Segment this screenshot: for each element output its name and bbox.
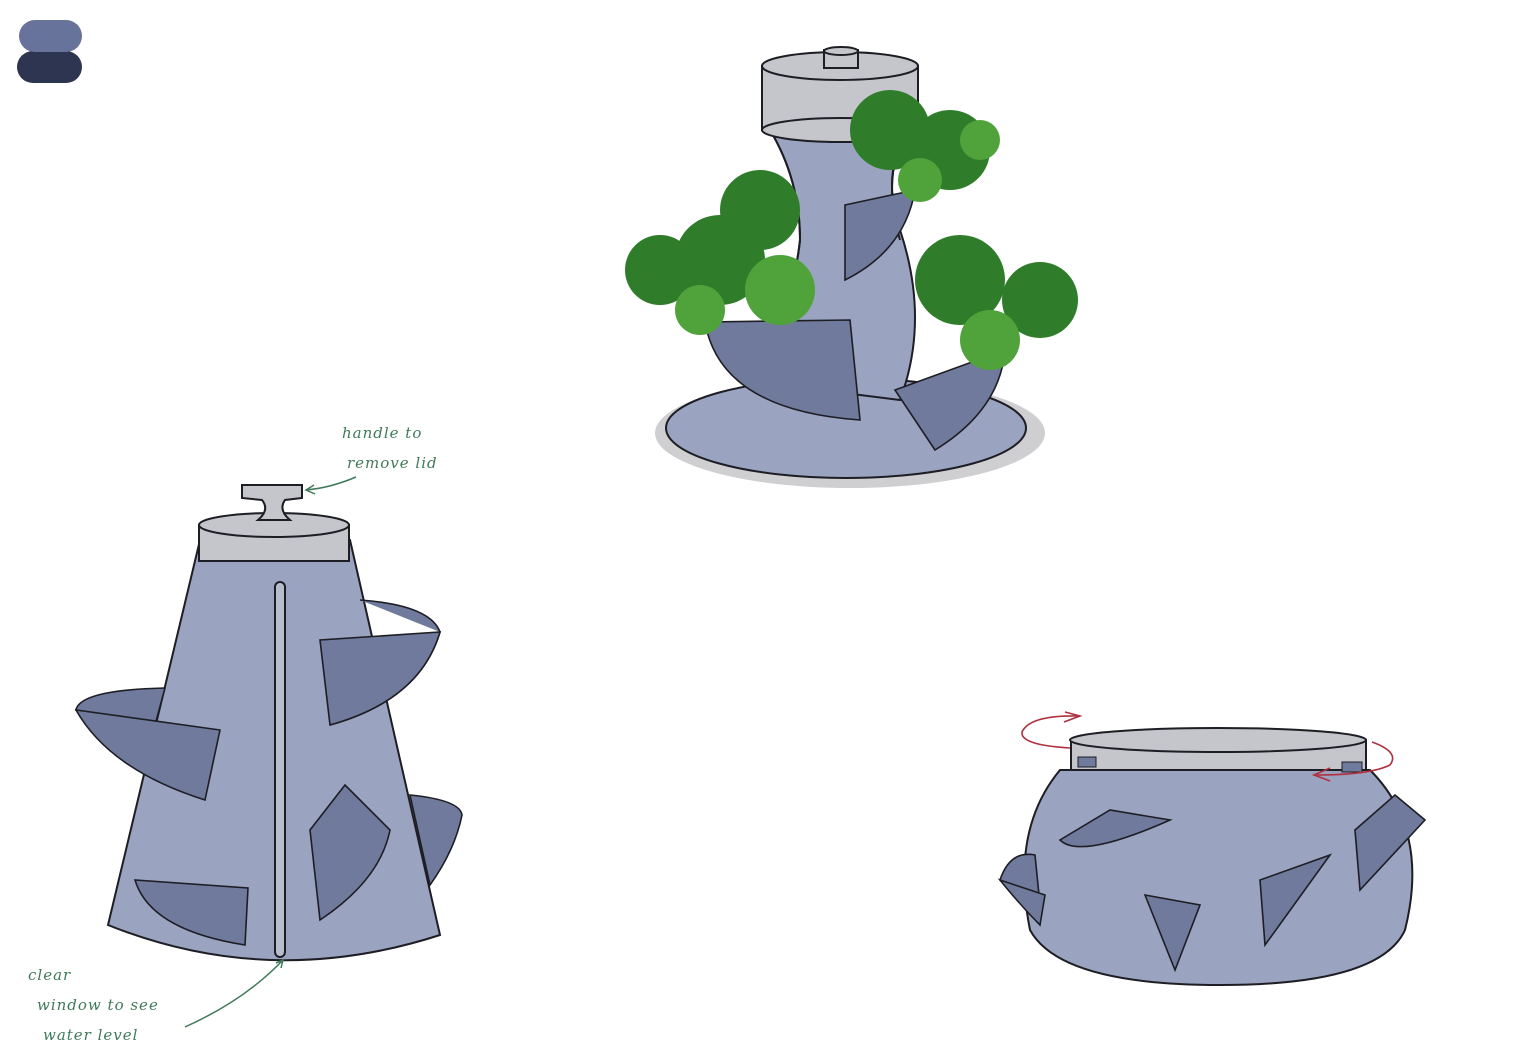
window-annotation-line-3: water level (43, 1026, 139, 1044)
logo-icon (17, 20, 82, 83)
window-annotation-line-1: clear (28, 966, 72, 984)
handle-pointer-arrow (304, 476, 357, 495)
round-planter (997, 711, 1427, 987)
handle-annotation-line-2: remove lid (347, 454, 438, 472)
rotate-arrows-icon (1021, 711, 1394, 782)
window-annotation-line-2: window to see (37, 996, 159, 1014)
handle-annotation-line-1: handle to (342, 424, 423, 442)
planted-tower-planter (655, 46, 1045, 488)
cone-planter (74, 484, 463, 962)
cilantro-foliage (625, 90, 1078, 370)
window-pointer-arrow (184, 958, 285, 1028)
